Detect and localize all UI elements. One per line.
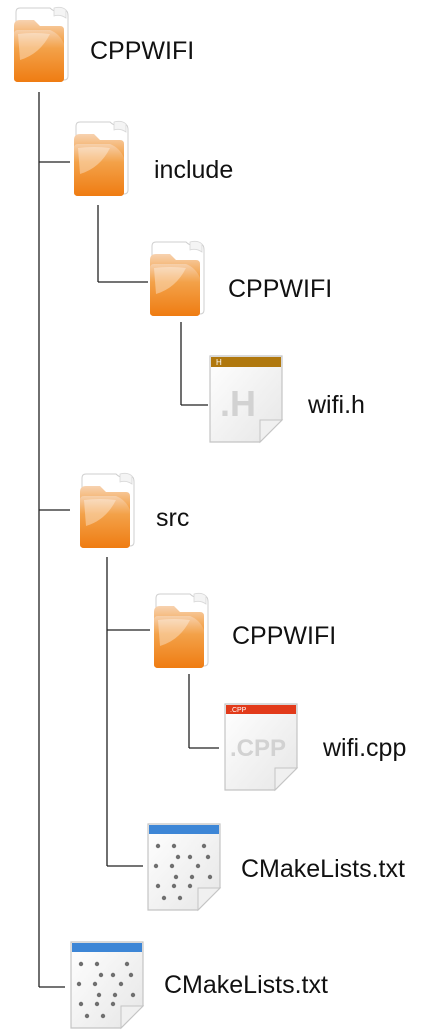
h-file-icon: H .H bbox=[209, 355, 283, 443]
node-label: src bbox=[156, 504, 190, 532]
file-mark: .CPP bbox=[230, 735, 286, 762]
folder-icon bbox=[76, 470, 140, 550]
node-label: CPPWIFI bbox=[232, 622, 337, 650]
node-label: CPPWIFI bbox=[90, 37, 195, 65]
folder-icon bbox=[146, 238, 210, 318]
folder-icon bbox=[10, 4, 74, 84]
file-badge: H bbox=[216, 358, 222, 367]
cpp-file-icon: .CPP .CPP bbox=[224, 703, 298, 791]
node-label: include bbox=[154, 156, 234, 184]
node-label: CPPWIFI bbox=[228, 275, 333, 303]
node-label: CMakeLists.txt bbox=[241, 855, 405, 883]
folder-icon bbox=[70, 118, 134, 198]
text-file-icon bbox=[70, 941, 144, 1029]
file-mark: .H bbox=[220, 383, 256, 424]
node-label: wifi.cpp bbox=[323, 734, 407, 762]
node-label: CMakeLists.txt bbox=[164, 971, 328, 999]
file-badge: .CPP bbox=[230, 707, 247, 714]
node-label: wifi.h bbox=[308, 391, 365, 419]
text-file-icon bbox=[147, 823, 221, 911]
folder-icon bbox=[150, 590, 214, 670]
